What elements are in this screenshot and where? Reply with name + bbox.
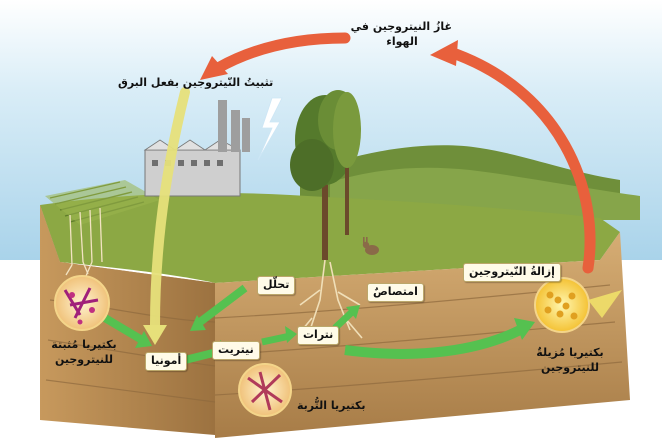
lightning-icon: [257, 97, 283, 161]
label-soil-bacteria: بكتيريا التُّربة: [297, 399, 366, 412]
label-nitrogen-gas-line1: غازُ النيتروجين في: [350, 20, 452, 33]
tree-icon: [290, 90, 361, 260]
fixing-bacteria-icon: [54, 275, 110, 331]
air-to-fixation-arrowhead: [200, 56, 228, 80]
label-fixing-bacteria-line2: للنيتروجين: [54, 352, 114, 366]
label-lightning-fixation: تثبيتُ النّيتروجين بفعل البرق: [118, 76, 274, 89]
soil-bacteria-icon: [238, 363, 292, 417]
label-denitrifying-bacteria: بكتيريا مُزيلةٌ للنيتروجين: [530, 346, 610, 376]
label-nitrites: نيتريت: [212, 341, 260, 360]
fixation-arrowhead: [143, 325, 167, 345]
label-denitrifying-bacteria-line1: بكتيريا مُزيلةٌ: [536, 346, 604, 359]
label-absorption: امتصاصٌ: [367, 283, 424, 302]
soil-front-face: [215, 232, 630, 438]
denitrifying-bacteria-icon: [534, 277, 622, 333]
soil-left-face: [40, 205, 215, 435]
label-nitrates: نترات: [297, 326, 340, 345]
denitrification-arrow: [444, 46, 596, 274]
grass-surface: [40, 193, 620, 283]
field-patch: [45, 180, 160, 225]
denitrification-arrowhead: [430, 40, 458, 66]
label-decomposition: تحلّل: [257, 276, 296, 295]
label-nitrogen-gas: غازُ النيتروجين في الهواء: [350, 20, 452, 50]
label-ammonia: أمونيا: [145, 352, 188, 371]
air-to-fixation-arrow: [212, 32, 351, 74]
label-denitrifying-bacteria-line2: للنيتروجين: [540, 360, 600, 374]
label-fixing-bacteria: بكتيريا مُثبتة للنيتروجين: [48, 338, 120, 368]
label-denitrification: إزالةُ النّيتروجين: [463, 263, 561, 282]
rabbit-icon: [362, 237, 379, 255]
roots-left: [65, 207, 103, 277]
label-nitrogen-gas-line2: الهواء: [386, 34, 418, 48]
fixation-arrow: [150, 87, 190, 330]
label-fixing-bacteria-line1: بكتيريا مُثبتة: [51, 338, 117, 351]
